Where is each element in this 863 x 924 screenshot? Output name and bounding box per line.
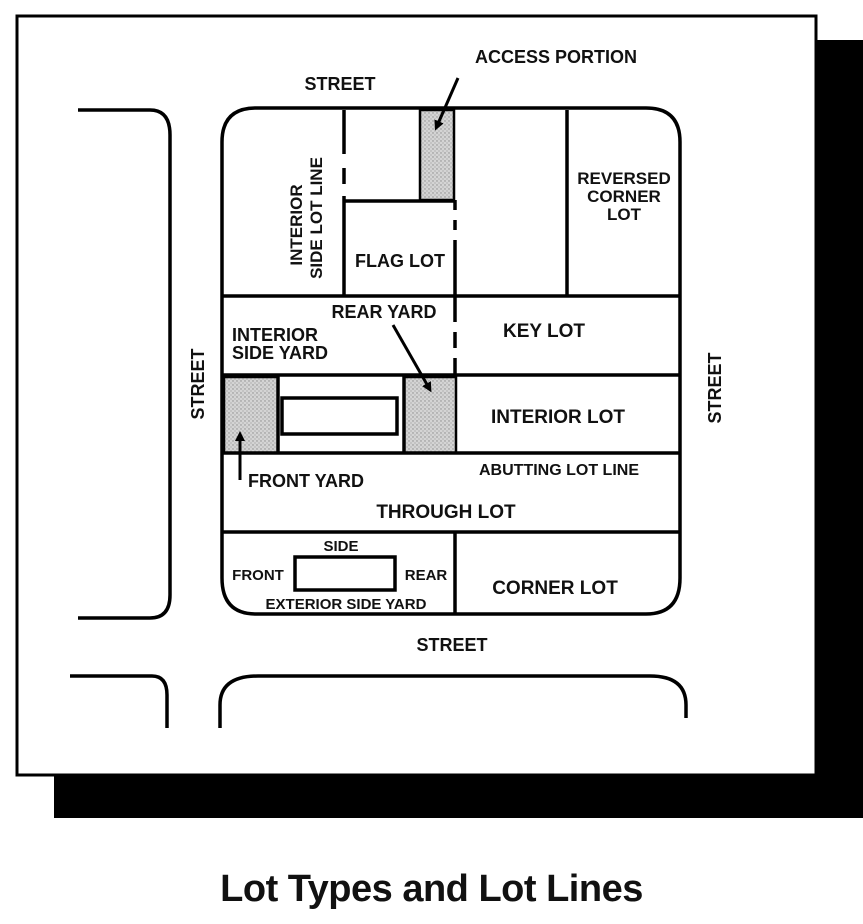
building-interior <box>280 396 399 436</box>
front-yard-label: FRONT YARD <box>248 471 364 491</box>
key-lot-label: KEY LOT <box>503 321 585 342</box>
reversed-corner-lot-label-1: REVERSED <box>577 169 671 188</box>
curb-left-upper <box>78 108 172 620</box>
street-left-label: STREET <box>188 348 208 419</box>
exterior-side-yard-label: EXTERIOR SIDE YARD <box>266 596 427 613</box>
street-bottom-label: STREET <box>416 635 487 655</box>
abutting-lot-line-label: ABUTTING LOT LINE <box>479 462 639 479</box>
through-lot-label: THROUGH LOT <box>376 502 516 523</box>
reversed-corner-lot-label-2: CORNER <box>587 187 661 206</box>
rear-label: REAR <box>405 567 448 584</box>
flag-lot-label: FLAG LOT <box>355 251 445 271</box>
interior-side-lot-line-label-2: SIDE LOT LINE <box>307 157 326 279</box>
front-yard-area <box>222 375 280 455</box>
building-corner <box>293 555 397 592</box>
corner-lot-label: CORNER LOT <box>492 578 618 599</box>
lot-lines <box>223 110 679 613</box>
rear-yard-area <box>402 375 458 455</box>
block-outline <box>220 106 682 616</box>
access-portion-label: ACCESS PORTION <box>475 47 637 67</box>
front-label: FRONT <box>232 567 284 584</box>
street-right-label: STREET <box>705 352 725 423</box>
rear-yard-label: REAR YARD <box>331 302 436 322</box>
rear-yard-arrow <box>391 324 432 393</box>
interior-side-lot-line-label-1: INTERIOR <box>287 184 306 265</box>
street-top-label: STREET <box>304 74 375 94</box>
reversed-corner-lot-label-3: LOT <box>607 205 642 224</box>
curb-right-lower <box>218 674 688 728</box>
interior-lot-label: INTERIOR LOT <box>491 407 625 428</box>
access-portion-arrow <box>434 77 460 131</box>
interior-side-yard-label-2: SIDE YARD <box>232 343 328 363</box>
side-label: SIDE <box>323 538 358 555</box>
diagram-title: Lot Types and Lot Lines <box>220 868 643 910</box>
curb-left-lower <box>70 674 169 728</box>
interior-side-yard-label-1: INTERIOR <box>232 325 318 345</box>
